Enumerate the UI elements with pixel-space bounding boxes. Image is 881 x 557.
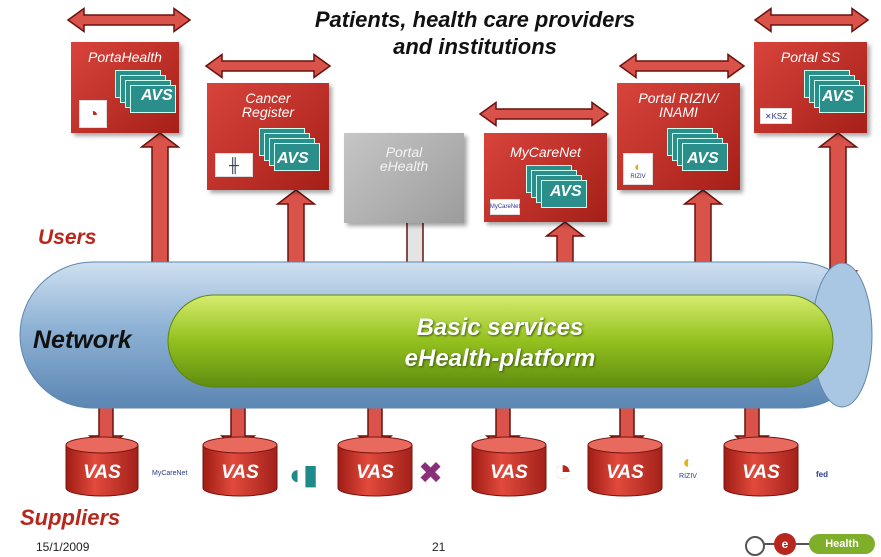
vas-label-6: VAS xyxy=(742,462,780,483)
portal-label-1: Portal xyxy=(385,144,423,160)
title-line-2: and institutions xyxy=(393,34,557,59)
avs-label: AVS xyxy=(822,88,854,105)
horizontal-arrow-1 xyxy=(204,53,332,79)
ehealth-logo: e Health xyxy=(745,532,880,556)
basic-line-2: eHealth-platform xyxy=(404,345,596,372)
cancer-register-logo-icon: ╫ xyxy=(215,153,253,177)
footer-date: 15/1/2009 xyxy=(36,540,90,554)
suppliers-label: Suppliers xyxy=(20,505,121,530)
vas-cylinder-2 xyxy=(337,436,413,497)
mycarenet-small-logo-icon: MyCareNet xyxy=(152,470,188,477)
cross-logo-icon: ✖ xyxy=(418,457,444,490)
vas-cylinders xyxy=(65,436,799,497)
vas-label-1: VAS xyxy=(83,462,121,483)
horizontal-arrow-2 xyxy=(478,101,610,127)
basic-line-1: Basic services xyxy=(416,314,584,341)
vas-label-5: VAS xyxy=(606,462,644,483)
riziv-logo-icon: ◐RIZIV xyxy=(623,153,653,185)
avs-label: AVS xyxy=(141,87,173,104)
portal-label: Portal SS xyxy=(780,49,841,65)
vas-cylinder-0 xyxy=(65,436,139,497)
portal-ehealth: Portal eHealth xyxy=(344,133,464,223)
horizontal-arrow-4 xyxy=(753,7,870,33)
portal-portahealth: PortaHealth AVS ◔ xyxy=(71,42,179,133)
portal-mycarenet: MyCareNet AVS MyCareNet xyxy=(484,133,607,222)
page-number: 21 xyxy=(432,540,446,554)
vas-label-4: VAS xyxy=(490,462,528,483)
mycarenet-logo-icon: MyCareNet xyxy=(490,199,520,215)
logo-e: e xyxy=(774,533,796,555)
portal-cancer-register: Cancer Register AVS ╫ xyxy=(207,83,329,190)
avs-label: AVS xyxy=(550,183,582,200)
riziv-small-logo-icon: ◐ RIZIV xyxy=(671,452,705,480)
vas-label-2: VAS xyxy=(221,462,259,483)
vas-label-3: VAS xyxy=(356,462,394,483)
ksz-logo-icon: ✕KSZ xyxy=(760,108,792,124)
portal-label-2: eHealth xyxy=(379,158,429,174)
fedict-logo-icon: fed xyxy=(816,470,828,479)
horizontal-arrow-3 xyxy=(618,53,746,79)
portal-label: PortaHealth xyxy=(88,49,162,65)
portal-label: MyCareNet xyxy=(510,144,581,160)
portal-label-2: Register xyxy=(241,104,295,120)
avs-label: AVS xyxy=(687,150,719,167)
title-line-1: Patients, health care providers xyxy=(314,7,636,32)
portal-label-1: Portal RIZIV/ xyxy=(638,90,719,106)
vas-cylinder-3 xyxy=(471,436,547,497)
page-title: Patients, health care providers and inst… xyxy=(255,6,695,60)
vas-cylinder-1 xyxy=(202,436,278,497)
riziv-logo-text: RIZIV xyxy=(630,173,646,180)
portal-riziv-inami: Portal RIZIV/ INAMI AVS ◐RIZIV xyxy=(617,83,740,190)
basic-services-bar xyxy=(167,294,834,388)
vas-cylinder-5 xyxy=(723,436,799,497)
portal-ss: Portal SS AVS ✕KSZ xyxy=(754,42,867,133)
avs-label: AVS xyxy=(277,150,309,167)
network-label: Network xyxy=(33,326,132,354)
vertical-arrow-5 xyxy=(817,132,859,286)
portahealth-logo-icon: ◔ xyxy=(79,100,107,128)
basic-services-text: Basic services eHealth-platform xyxy=(340,312,660,374)
teal-swirl-logo-icon: ◖▮ xyxy=(286,459,319,490)
logo-ring-icon xyxy=(745,536,765,556)
logo-health: Health xyxy=(809,534,875,554)
vas-cylinder-4 xyxy=(587,436,663,497)
horizontal-arrow-0 xyxy=(66,7,192,33)
arrows-layer xyxy=(66,7,870,451)
users-label: Users xyxy=(38,226,97,249)
ksz-logo-text: KSZ xyxy=(771,111,788,121)
riziv-small-logo-text: RIZIV xyxy=(679,473,697,480)
portahealth-small-logo-icon: ◔ xyxy=(553,452,573,488)
portal-label-1: Cancer xyxy=(245,90,291,106)
portal-label-2: INAMI xyxy=(659,104,698,120)
